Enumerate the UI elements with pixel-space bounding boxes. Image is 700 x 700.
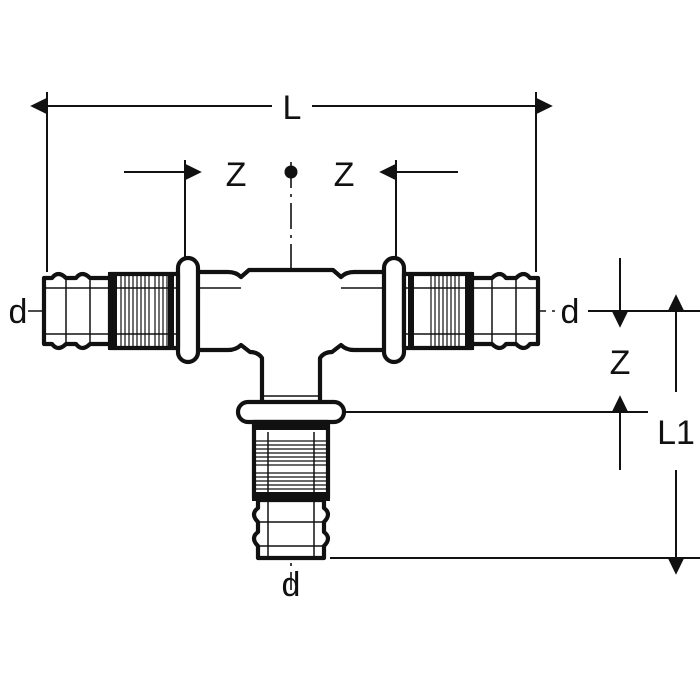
dimension-label-d-right: d	[561, 293, 580, 331]
knurl-zone-branch-a	[252, 440, 328, 466]
press-connection-branch	[235, 399, 347, 561]
press-connection-left	[41, 255, 201, 365]
knurl-zone-left-b	[154, 272, 168, 348]
dimension-vertical-group: Z L1	[330, 258, 700, 575]
press-sleeve-branch	[251, 419, 331, 501]
press-sleeve-right	[401, 271, 475, 351]
dimension-z-horizontal: Z Z	[124, 156, 458, 258]
fitting-body	[41, 255, 541, 561]
dimension-label-d-branch: d	[282, 566, 301, 604]
dimension-label-Z-right: Z	[334, 156, 355, 194]
pipe-stub-left-lines	[44, 278, 110, 344]
knurl-zone-left-a	[120, 272, 150, 348]
seal-band-branch-inner	[252, 424, 330, 430]
press-sleeve-left	[107, 271, 181, 351]
collar-left	[175, 255, 201, 365]
seal-band-left-inner	[108, 272, 117, 350]
knurl-zone-right-a	[430, 272, 460, 348]
seal-band-branch-outer	[252, 492, 330, 501]
dimension-label-d-left: d	[9, 293, 28, 331]
press-connection-right	[381, 255, 541, 365]
seal-band-left-outer	[168, 272, 174, 350]
knurl-rings-right	[406, 287, 466, 335]
collar-right	[381, 255, 407, 365]
dimension-label-Z-left: Z	[226, 156, 247, 194]
knurl-rings-branch	[267, 432, 315, 496]
tee-body-outline	[193, 267, 389, 415]
pipe-stub-branch-lines	[258, 500, 324, 558]
pipe-stub-right	[469, 271, 541, 351]
knurl-zone-branch-b	[252, 472, 328, 490]
dimension-label-L1: L1	[657, 414, 695, 452]
pipe-stub-left	[41, 271, 113, 351]
dimension-label-L: L	[283, 89, 302, 127]
pipe-stub-branch	[251, 497, 331, 561]
knurl-rings-left	[116, 287, 176, 335]
dimension-overall-length: L	[30, 89, 553, 272]
diameter-labels: d d d	[9, 293, 580, 604]
collar-branch	[235, 399, 347, 425]
pipe-stub-right-lines	[472, 278, 538, 344]
dimension-label-Z-vertical: Z	[610, 344, 631, 382]
seal-band-right-outer	[465, 272, 474, 350]
seal-band-right-inner	[408, 272, 414, 350]
